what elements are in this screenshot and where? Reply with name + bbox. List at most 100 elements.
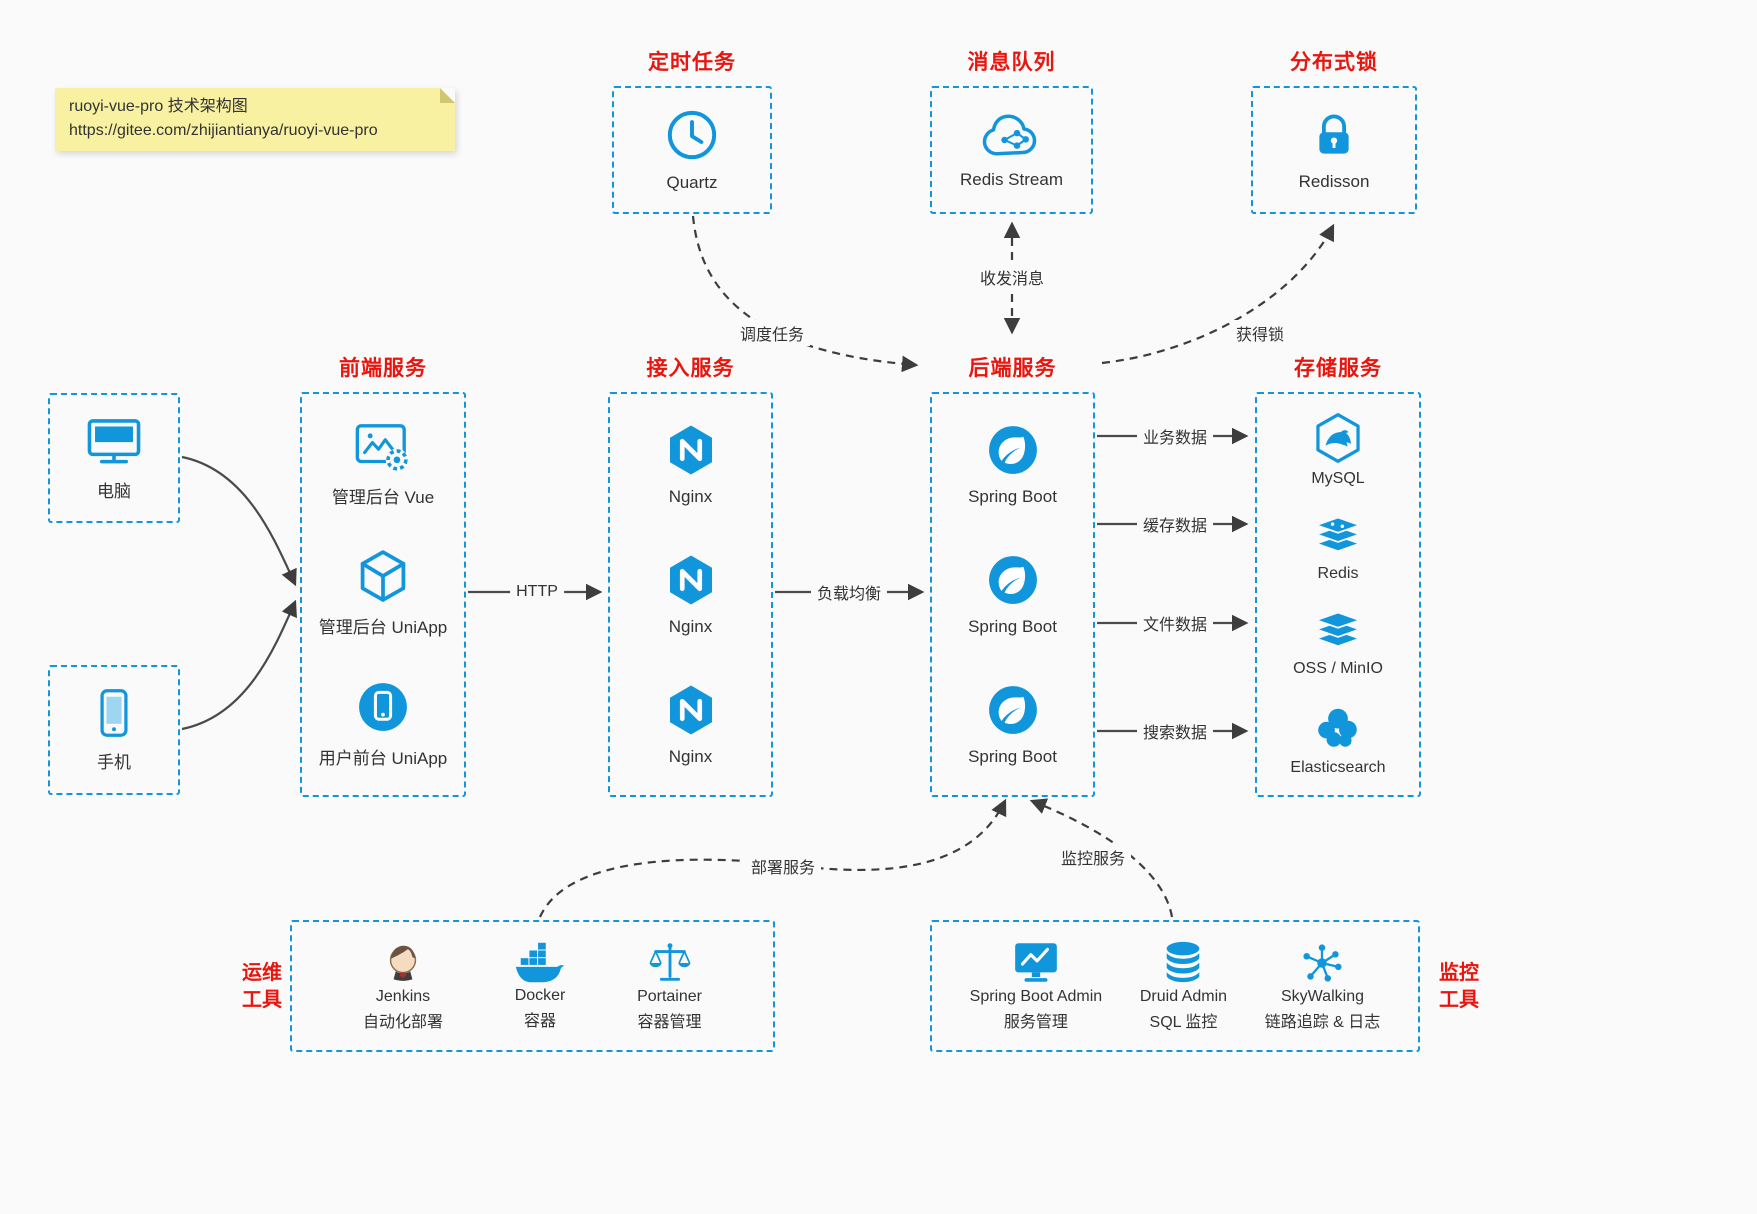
node-druid-admin-name: Druid Admin <box>1139 988 1228 1005</box>
elasticsearch-icon <box>1318 708 1357 747</box>
edge-label-search-data: 搜索数据 <box>1136 718 1214 744</box>
nginx-icon <box>669 555 712 605</box>
spring-icon <box>988 685 1037 734</box>
desktop-icon <box>87 419 141 464</box>
node-spring-boot-admin-name: Spring Boot Admin <box>969 988 1103 1005</box>
node-redis-label: Redis <box>1317 565 1359 583</box>
sticky-note: ruoyi-vue-pro 技术架构图 https://gitee.com/zh… <box>55 88 455 151</box>
node-user-uniapp-label: 用户前台 UniApp <box>318 748 448 768</box>
ops-tools-title-line1: 运维 <box>242 962 282 984</box>
node-nginx-1: Nginx <box>663 422 719 507</box>
uniapp-mobile-icon <box>359 682 407 731</box>
edge-label-deploy: 部署服务 <box>744 853 822 879</box>
node-spring-boot-admin-desc: 服务管理 <box>1003 1014 1068 1031</box>
group-title-distributed-lock: 分布式锁 <box>1290 51 1378 74</box>
node-redis-stream-label: Redis Stream <box>960 170 1063 189</box>
jenkins-icon <box>389 945 417 981</box>
panel-backend: Spring Boot Spring Boot Spring Boot <box>930 392 1095 797</box>
panel-quartz: Quartz <box>612 86 772 214</box>
node-redisson-label: Redisson <box>1298 172 1370 191</box>
lock-icon <box>1319 114 1349 154</box>
panel-storage: MySQL Redis <box>1255 392 1421 797</box>
node-spring-boot-admin: Spring Boot Admin 服务管理 <box>969 940 1103 1032</box>
node-skywalking-desc: 链路追踪 & 日志 <box>1264 1014 1381 1031</box>
column-title-storage: 存储服务 <box>1294 357 1382 380</box>
node-admin-vue: 管理后台 Vue <box>332 420 434 508</box>
node-user-uniapp: 用户前台 UniApp <box>319 679 447 769</box>
edge-label-file-data: 文件数据 <box>1136 610 1214 636</box>
node-portainer-desc: 容器管理 <box>637 1014 702 1031</box>
node-admin-uniapp-label: 管理后台 UniApp <box>318 618 448 638</box>
group-storage: 存储服务 MySQL Redis <box>1255 352 1421 797</box>
node-druid-admin-desc: SQL 监控 <box>1149 1014 1218 1031</box>
edge-label-business-data: 业务数据 <box>1136 423 1214 449</box>
group-distributed-lock: 分布式锁 Redisson <box>1251 46 1417 214</box>
edge-label-lock: 获得锁 <box>1229 320 1291 346</box>
ops-tools-title: 运维 工具 <box>238 960 286 1014</box>
spring-icon <box>988 426 1037 475</box>
skywalking-icon <box>1303 944 1343 982</box>
cloud-stream-icon <box>982 114 1036 156</box>
monitor-tools-title-line2: 工具 <box>1439 989 1479 1011</box>
spring-admin-icon <box>1015 943 1057 982</box>
panel-frontend: 管理后台 Vue 管理后台 UniApp 用户前台 UniApp <box>300 392 466 797</box>
node-admin-uniapp: 管理后台 UniApp <box>319 548 447 638</box>
clock-icon <box>667 110 717 160</box>
node-spring-boot-2: Spring Boot <box>968 552 1057 637</box>
node-phone-label: 手机 <box>97 753 131 772</box>
node-spring-boot-3: Spring Boot <box>968 682 1057 767</box>
group-title-message-queue: 消息队列 <box>967 51 1056 74</box>
edge-lock-line <box>1101 223 1335 365</box>
group-backend: 后端服务 Spring Boot Spring Boot <box>930 352 1095 797</box>
panel-gateway: Nginx Nginx Nginx <box>608 392 773 797</box>
node-jenkins-name: Jenkins <box>375 988 431 1005</box>
group-gateway: 接入服务 Nginx Nginx <box>608 352 773 797</box>
node-spring-boot-1: Spring Boot <box>968 422 1057 507</box>
node-jenkins: Jenkins 自动化部署 <box>363 940 443 1032</box>
node-portainer: Portainer 容器管理 <box>637 940 702 1032</box>
node-skywalking: SkyWalking 链路追踪 & 日志 <box>1264 940 1381 1032</box>
group-title-scheduled-tasks: 定时任务 <box>648 51 736 74</box>
druid-icon <box>1167 941 1200 983</box>
panel-ops-tools: Jenkins 自动化部署 Docker 容器 <box>290 920 775 1052</box>
node-oss-minio-label: OSS / MinIO <box>1293 659 1383 677</box>
monitor-tools-title: 监控 工具 <box>1435 960 1483 1014</box>
node-elasticsearch: Elasticsearch <box>1290 703 1386 777</box>
mysql-icon <box>1316 413 1360 464</box>
node-mysql: MySQL <box>1311 412 1365 488</box>
node-nginx-1-label: Nginx <box>668 487 713 507</box>
node-docker: Docker 容器 <box>514 941 566 1031</box>
docker-icon <box>515 942 565 983</box>
redis-icon <box>1315 516 1361 553</box>
note-title: ruoyi-vue-pro 技术架构图 <box>69 98 248 115</box>
node-mysql-label: MySQL <box>1311 470 1365 488</box>
uniapp-cube-icon <box>360 550 406 603</box>
node-nginx-3-label: Nginx <box>668 746 713 766</box>
node-nginx-2-label: Nginx <box>668 616 713 636</box>
node-jenkins-desc: 自动化部署 <box>363 1014 444 1031</box>
phone-icon <box>100 689 128 737</box>
node-redis: Redis <box>1312 513 1364 583</box>
column-title-backend: 后端服务 <box>968 357 1057 380</box>
node-nginx-2: Nginx <box>663 552 719 637</box>
node-skywalking-name: SkyWalking <box>1281 988 1364 1005</box>
edge-label-http: HTTP <box>510 582 564 602</box>
node-admin-vue-label: 管理后台 Vue <box>331 488 435 508</box>
node-phone: 手机 <box>48 665 180 795</box>
edge-phone-frontend-line <box>181 599 297 731</box>
panel-redis-stream: Redis Stream <box>930 86 1093 214</box>
nginx-icon <box>669 425 712 475</box>
nginx-icon <box>669 685 712 735</box>
monitor-tools-title-line1: 监控 <box>1439 962 1479 984</box>
note-url: https://gitee.com/zhijiantianya/ruoyi-vu… <box>69 122 378 139</box>
panel-redisson: Redisson <box>1251 86 1417 214</box>
edge-label-message: 收发消息 <box>973 264 1051 290</box>
column-title-gateway: 接入服务 <box>646 357 735 380</box>
node-oss-minio: OSS / MinIO <box>1293 608 1383 678</box>
object-storage-icon <box>1315 611 1361 647</box>
spring-icon <box>988 556 1037 604</box>
edge-label-monitor: 监控服务 <box>1054 844 1132 870</box>
column-title-frontend: 前端服务 <box>339 357 427 380</box>
